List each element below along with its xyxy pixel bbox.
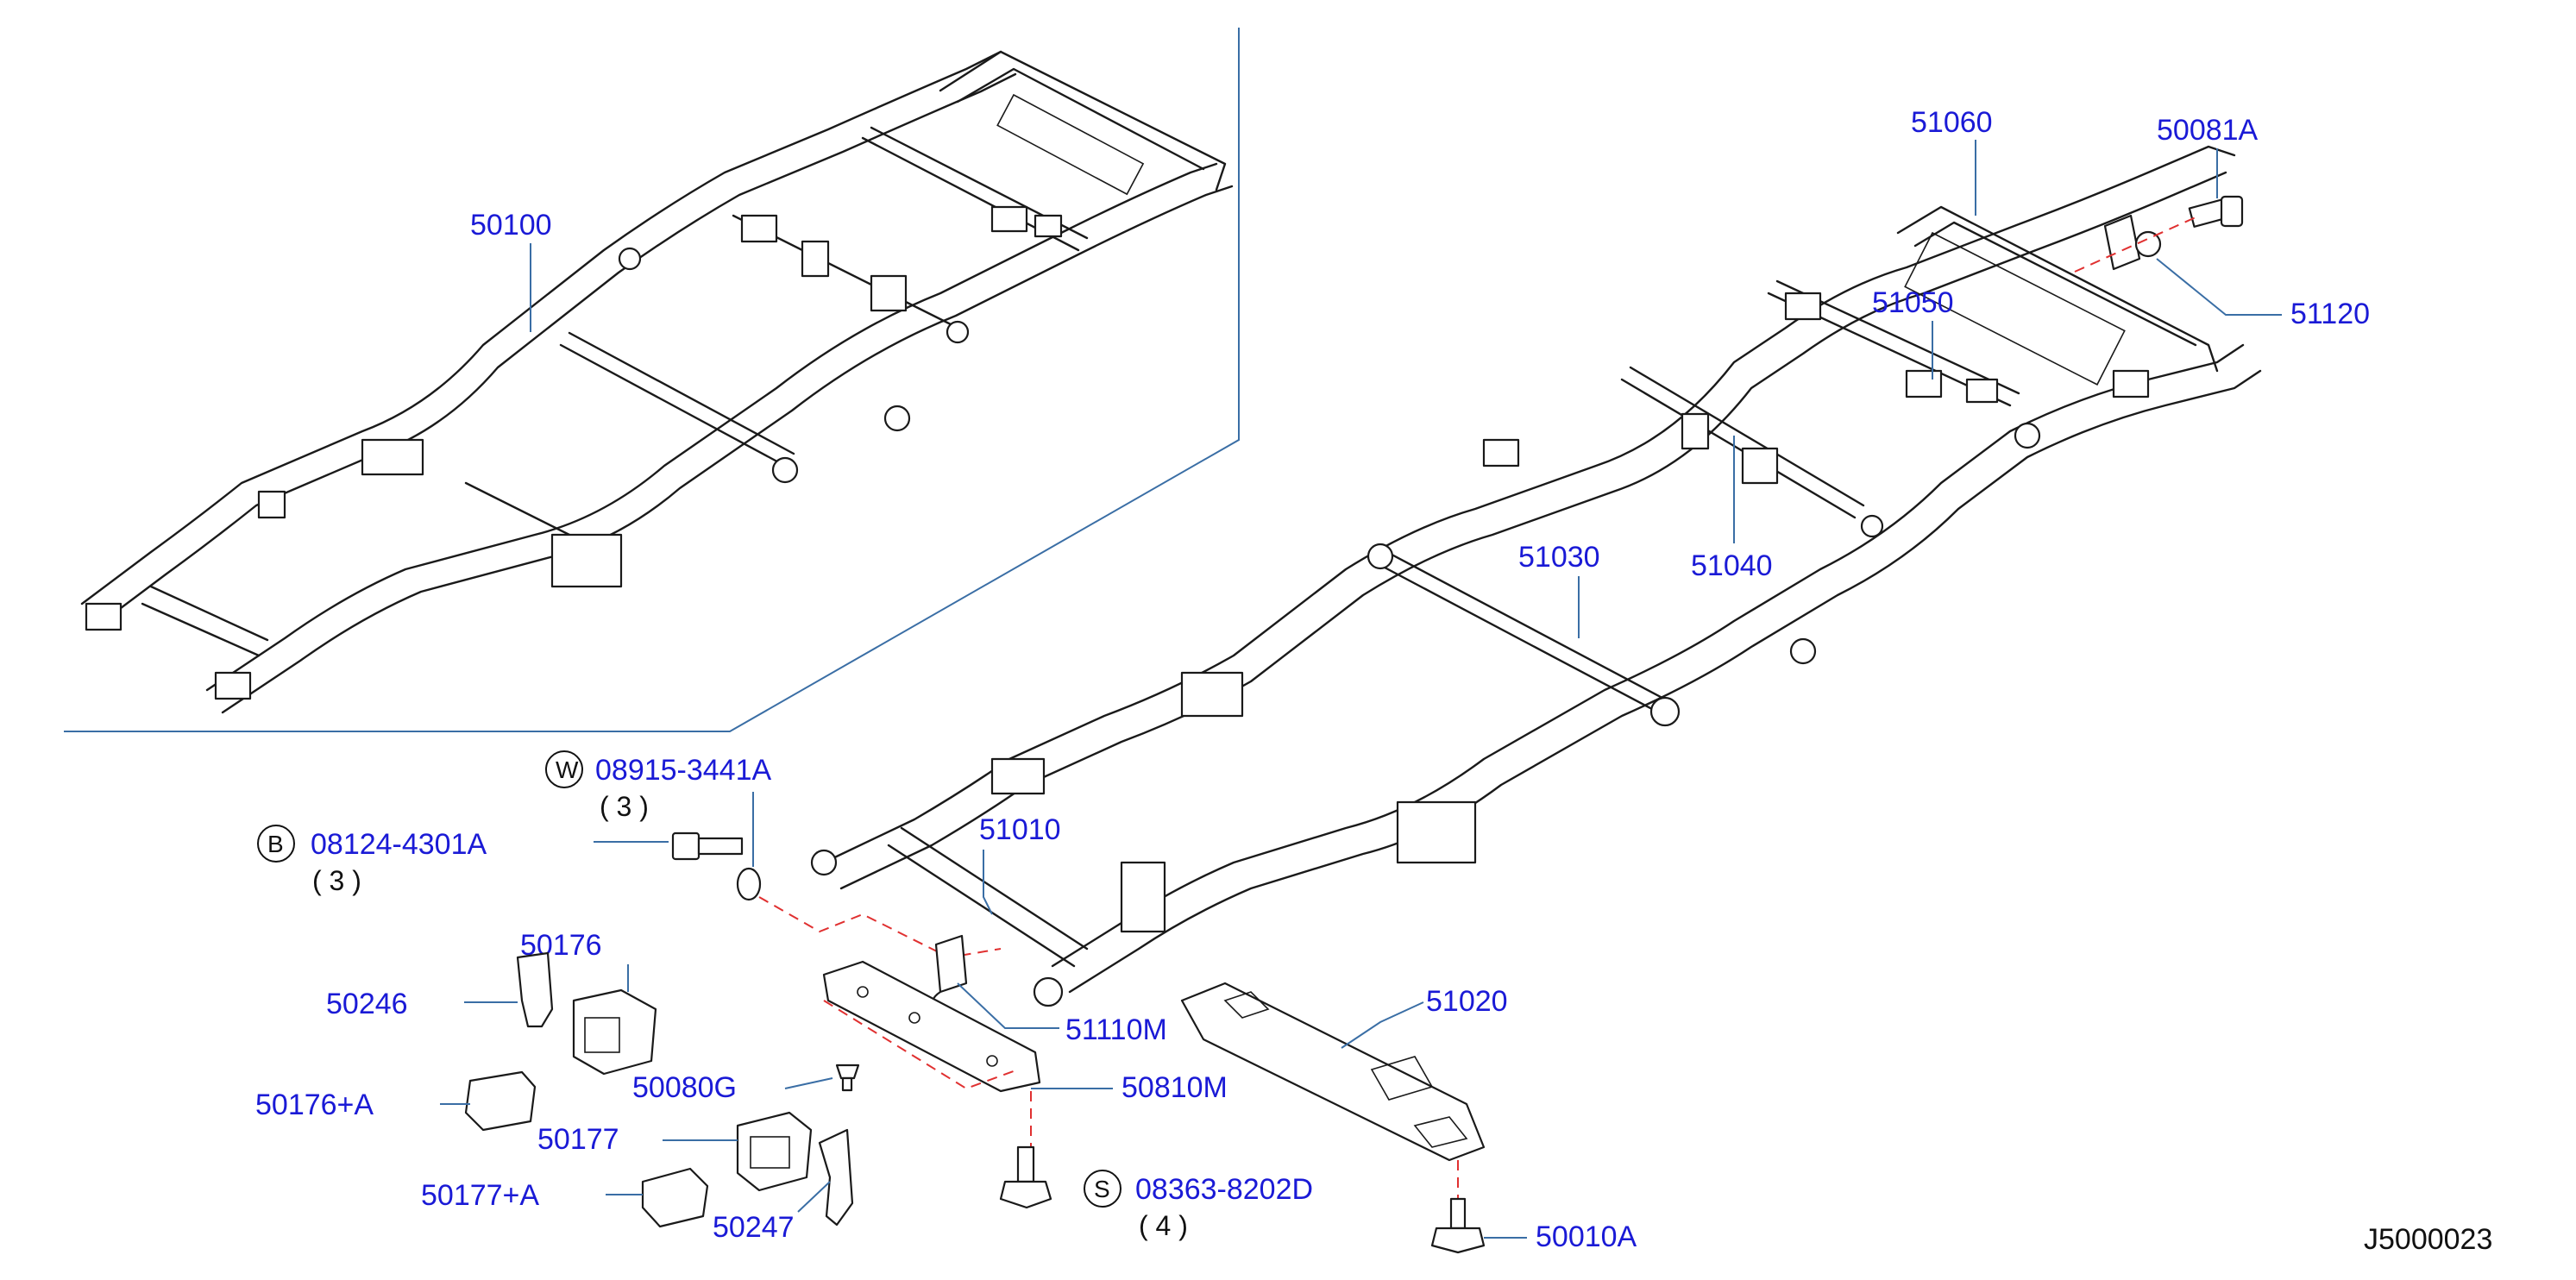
- bolt-qty: ( 3 ): [312, 865, 361, 896]
- label-51120: 51120: [2290, 298, 2370, 330]
- mount-50177A: [641, 1167, 709, 1228]
- label-51110M: 51110M: [1065, 1013, 1167, 1046]
- mount-50177: [736, 1111, 813, 1192]
- main-right-rail: [1051, 343, 2245, 968]
- washer-part: [736, 867, 762, 901]
- bolt-code: 08124-4301A: [311, 828, 487, 861]
- bracket-50246: [516, 951, 554, 1028]
- mount-50176A: [464, 1070, 537, 1132]
- inset-frame-50100: [64, 28, 1240, 732]
- label-50176A: 50176+A: [255, 1089, 374, 1121]
- clip-50080G: [835, 1064, 860, 1092]
- label-51050: 51050: [1872, 286, 1954, 319]
- label-51060: 51060: [1911, 106, 1993, 139]
- mount-50176: [572, 988, 657, 1076]
- label-51030: 51030: [1518, 541, 1600, 574]
- svg-text:W: W: [556, 756, 579, 783]
- screw-part: [999, 1145, 1052, 1209]
- main-frame: [810, 145, 2262, 1007]
- label-50010A: 50010A: [1536, 1220, 1637, 1253]
- bracket-50810M: [822, 960, 1041, 1093]
- main-left-rail: [822, 145, 2236, 864]
- bolt-50010A: [1430, 1197, 1486, 1254]
- screw-qty: ( 4 ): [1139, 1210, 1188, 1241]
- screw-badge: S: [1084, 1170, 1122, 1208]
- bracket-51120: [2103, 214, 2162, 271]
- front-mount-left: [810, 849, 838, 876]
- label-50247: 50247: [713, 1211, 795, 1244]
- screw-code: 08363-8202D: [1135, 1173, 1313, 1206]
- washer-qty: ( 3 ): [600, 791, 649, 822]
- diagram-code: J5000023: [2364, 1223, 2492, 1256]
- label-50080G: 50080G: [632, 1071, 737, 1104]
- front-mount-right: [1033, 976, 1064, 1007]
- label-50246: 50246: [326, 988, 408, 1020]
- bolt-part: [671, 831, 744, 861]
- svg-text:B: B: [267, 831, 284, 857]
- svg-text:S: S: [1094, 1176, 1110, 1202]
- bracket-51110M: [931, 934, 968, 1010]
- label-50177: 50177: [537, 1123, 619, 1156]
- inset-right-rail: [205, 162, 1218, 692]
- label-50100: 50100: [470, 209, 552, 242]
- washer-badge: W: [545, 750, 583, 788]
- label-50810M: 50810M: [1122, 1071, 1228, 1104]
- crossmember-51020: [1180, 982, 1486, 1162]
- bolt-badge: B: [257, 825, 295, 863]
- label-51010: 51010: [979, 813, 1061, 846]
- inset-separator-line: [64, 28, 1240, 732]
- label-51040: 51040: [1691, 549, 1773, 582]
- washer-code: 08915-3441A: [595, 754, 772, 787]
- label-50177A: 50177+A: [421, 1179, 539, 1212]
- bracket-50247: [818, 1128, 854, 1227]
- label-51020: 51020: [1426, 985, 1508, 1018]
- label-50081A: 50081A: [2157, 114, 2259, 147]
- inset-left-rail: [80, 50, 1002, 605]
- bolt-50081A: [2188, 195, 2244, 228]
